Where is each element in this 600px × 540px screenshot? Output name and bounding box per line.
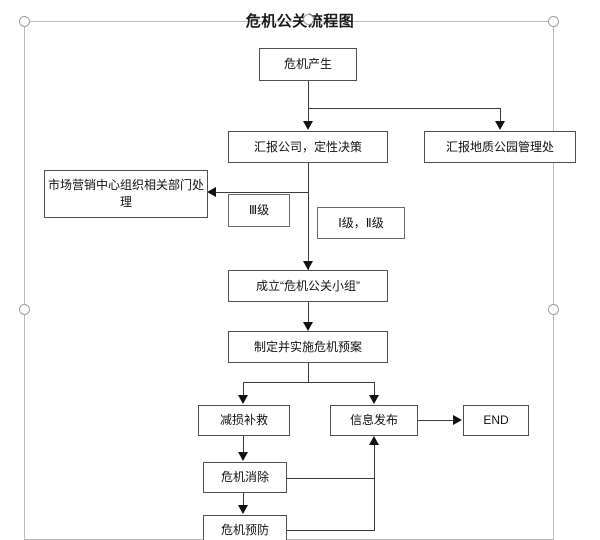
edge-prevention-feedback-h	[287, 530, 375, 531]
node-label: 市场营销中心组织相关部门处理	[47, 177, 204, 209]
node-loss-remedy[interactable]: 减损补救	[198, 405, 290, 436]
edge-eliminated-feedback-h	[287, 478, 375, 479]
chart-title: 危机公关流程图	[245, 13, 355, 30]
node-info-release[interactable]: 信息发布	[330, 405, 418, 436]
edge-crisis-to-split	[308, 81, 309, 108]
node-establish-pr-team[interactable]: 成立“危机公关小组”	[228, 270, 388, 302]
node-label: 制定并实施危机预案	[253, 339, 362, 354]
edge-split-to-loss-remedy	[243, 382, 244, 396]
node-label: END	[483, 413, 509, 428]
node-end[interactable]: END	[463, 405, 529, 436]
arrowhead-report-company	[303, 121, 313, 130]
arrowhead-crisis-prevention	[238, 505, 248, 514]
arrowhead-crisis-eliminated	[238, 452, 248, 461]
arrowhead-marketing-center	[207, 187, 216, 197]
edge-feedback-riser	[374, 445, 375, 530]
handle-middle-right[interactable]	[548, 304, 559, 315]
edge-level3-branch	[216, 192, 308, 193]
arrowhead-geopark	[495, 121, 505, 130]
node-label: 危机消除	[220, 470, 269, 485]
node-crisis-occurs[interactable]: 危机产生	[259, 48, 357, 81]
arrowhead-establish-pr-team	[303, 261, 313, 270]
edge-split-to-geopark	[500, 108, 501, 122]
arrowhead-loss-remedy	[238, 395, 248, 404]
edge-condition-label: Ⅰ级，Ⅱ级	[338, 215, 384, 230]
label-level-3[interactable]: Ⅲ级	[228, 194, 290, 227]
node-label: 成立“危机公关小组”	[256, 278, 360, 293]
edge-pr-team-to-plan	[308, 302, 309, 322]
arrowhead-end	[453, 415, 462, 425]
node-label: 危机产生	[283, 57, 332, 72]
edge-condition-label: Ⅲ级	[248, 203, 270, 218]
node-label: 汇报地质公园管理处	[445, 139, 554, 154]
node-crisis-prevention[interactable]: 危机预防	[203, 515, 287, 540]
edge-split-bar-bottom	[243, 382, 374, 383]
edge-split-bar-top	[308, 108, 501, 109]
handle-top-left[interactable]	[19, 16, 30, 27]
arrowhead-info-release	[369, 395, 379, 404]
node-crisis-eliminated[interactable]: 危机消除	[203, 462, 287, 493]
node-marketing-center[interactable]: 市场营销中心组织相关部门处理	[44, 170, 208, 218]
handle-top-right[interactable]	[548, 16, 559, 27]
edge-info-release-to-end	[418, 420, 454, 421]
arrowhead-plan	[303, 322, 313, 331]
edge-split-to-report-company	[308, 108, 309, 122]
node-label: 信息发布	[349, 413, 398, 428]
edge-report-company-down	[308, 163, 309, 270]
label-level-1-2[interactable]: Ⅰ级，Ⅱ级	[317, 207, 405, 239]
arrowhead-info-release-feedback	[369, 436, 379, 445]
node-label: 危机预防	[220, 523, 269, 538]
handle-middle-left[interactable]	[19, 304, 30, 315]
node-report-geopark[interactable]: 汇报地质公园管理处	[424, 131, 576, 163]
edge-loss-remedy-to-eliminated	[243, 436, 244, 453]
handle-top-center[interactable]	[303, 14, 314, 25]
node-label: 减损补救	[219, 413, 268, 428]
edge-split-to-info-release	[374, 382, 375, 396]
node-report-company[interactable]: 汇报公司，定性决策	[228, 131, 388, 163]
node-make-implement-plan[interactable]: 制定并实施危机预案	[228, 331, 388, 363]
node-label: 汇报公司，定性决策	[253, 139, 362, 154]
edge-plan-down	[308, 363, 309, 382]
edge-eliminated-to-prevention	[243, 493, 244, 506]
